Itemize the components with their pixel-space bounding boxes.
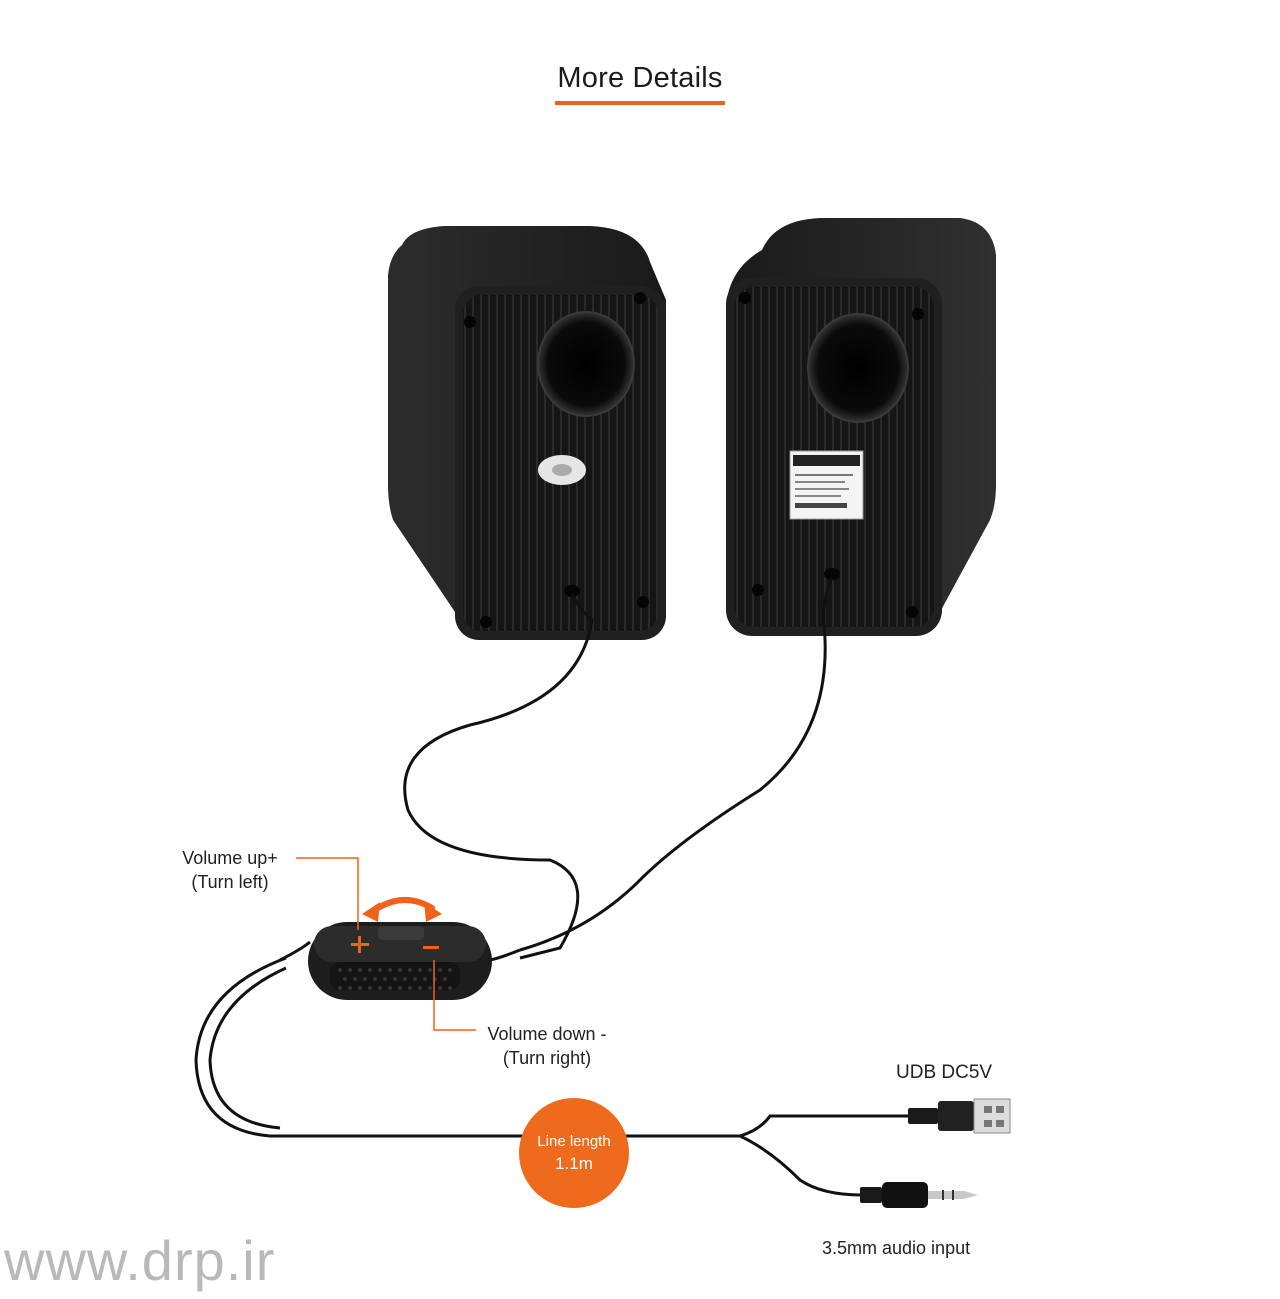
volume-down-callout: Volume down - (Turn right): [462, 1022, 632, 1070]
volume-up-label: Volume up+: [182, 848, 278, 868]
plus-icon: [351, 936, 369, 953]
volume-down-label: Volume down -: [487, 1024, 607, 1044]
left-speaker: [388, 226, 666, 640]
usb-label: UDB DC5V: [896, 1062, 993, 1083]
line-length-badge: Line length 1.1m: [519, 1098, 629, 1208]
callout-lines: [296, 857, 476, 1031]
volume-up-callout: Volume up+ (Turn left): [150, 846, 310, 894]
audio-jack-icon: [860, 1182, 978, 1208]
minus-icon: [423, 946, 439, 949]
volume-control: [279, 896, 521, 1000]
volume-down-hint: (Turn right): [502, 1048, 592, 1068]
page-title: More Details: [555, 62, 725, 105]
speaker-cables: [403, 577, 834, 960]
line-length-value: 1.1m: [555, 1154, 593, 1173]
right-speaker: [726, 218, 996, 636]
watermark: www.drp.ir: [4, 1229, 276, 1292]
line-length-label: Line length: [537, 1133, 611, 1150]
volume-up-hint: (Turn left): [191, 872, 269, 892]
audio-input-label: 3.5mm audio input: [822, 1238, 971, 1258]
spec-label: [789, 450, 864, 520]
rotate-arrow-icon: [362, 896, 442, 922]
heading: More Details: [0, 62, 1280, 105]
main-cable: [194, 956, 910, 1197]
usb-plug-icon: [908, 1098, 1011, 1134]
